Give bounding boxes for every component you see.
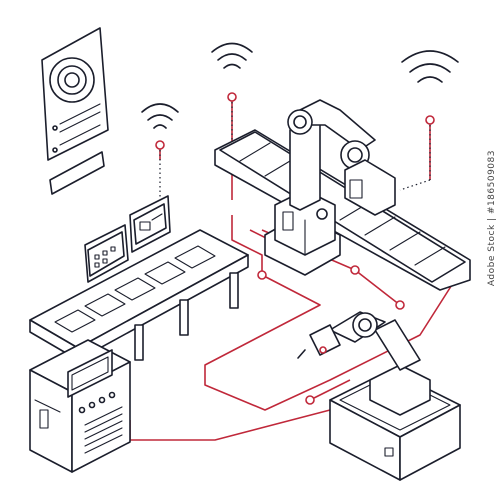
- control-cabinet: [29, 339, 131, 473]
- network-nodes: [257, 265, 405, 405]
- top-conveyor: [214, 129, 471, 291]
- assembly-table: [29, 229, 249, 361]
- document-panel: [41, 27, 109, 195]
- wifi-signal-icon-left: [141, 103, 179, 150]
- robot-arm: [297, 311, 461, 481]
- monitor-panels: [84, 195, 171, 283]
- wifi-signal-icon-right: [401, 50, 459, 125]
- stock-id-label: Adobe Stock | #186509083: [487, 150, 497, 287]
- wifi-signal-icon-center: [211, 42, 253, 102]
- gantry-robot: [264, 99, 396, 276]
